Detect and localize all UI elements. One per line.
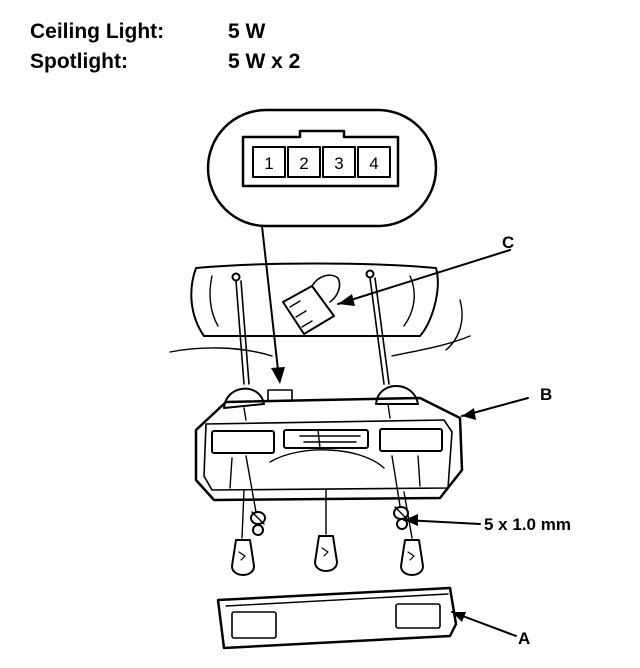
lamp-window-right [379, 428, 443, 452]
lens-window-right [395, 603, 441, 629]
connector-detail-bubble: 1 2 3 4 [206, 108, 438, 228]
lens-window-left [231, 611, 277, 639]
callout-c-leader [337, 249, 511, 306]
screw-size-label: 5 x 1.0 mm [484, 515, 571, 534]
light-housing-b [194, 385, 464, 502]
connector-pin-cells [252, 146, 391, 178]
callout-screw-leader [403, 514, 481, 526]
callout-b-leader [461, 397, 529, 420]
spec-label: Spotlight: [30, 50, 128, 73]
callout-c-label: C [502, 233, 514, 252]
callout-a-label: A [518, 629, 530, 648]
ceiling-bulb-center [314, 489, 338, 572]
screw-right [391, 455, 409, 530]
connector-leader-arrow [261, 225, 285, 384]
spec-row-spotlight: Spotlight: 5 W x 2 [30, 50, 350, 74]
spec-value: 5 W x 2 [228, 50, 301, 73]
spotlight-bulb-right [400, 491, 424, 576]
callout-b-label: B [540, 385, 552, 404]
lamp-window-center [283, 429, 369, 449]
spec-label: Ceiling Light: [30, 20, 165, 43]
screw-left [245, 455, 266, 536]
mount-hole [231, 272, 241, 282]
callout-a-leader [451, 611, 517, 637]
spotlight-bulb-left [231, 489, 255, 576]
pin-label: 4 [369, 154, 378, 173]
spec-row-ceiling-light: Ceiling Light: 5 W [30, 20, 350, 44]
pin-label: 3 [334, 154, 343, 173]
pin-label: 2 [299, 154, 308, 173]
mount-hole [365, 269, 375, 279]
pin-label: 1 [264, 154, 273, 173]
mounting-shafts [235, 277, 390, 385]
lens-a [216, 586, 458, 650]
lamp-window-left [211, 430, 275, 454]
spec-value: 5 W [228, 20, 266, 43]
wire-connector-c [282, 274, 341, 335]
